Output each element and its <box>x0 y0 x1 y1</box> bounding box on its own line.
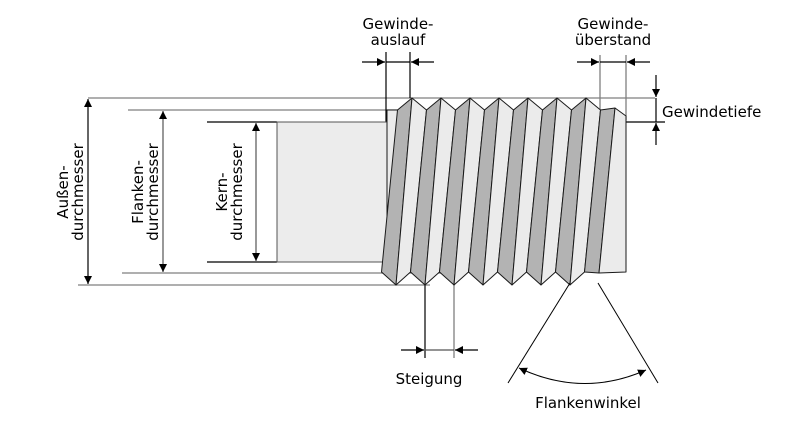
flank-angle-left-line <box>507 282 571 384</box>
pitch-diameter-label-2: durchmesser <box>144 142 162 240</box>
dimension-arrows <box>84 58 660 384</box>
flank-angle-arc <box>518 367 647 384</box>
thread-flank-light <box>598 107 627 274</box>
gewindetiefe-label: Gewindetiefe <box>662 103 761 121</box>
thread-body <box>381 97 627 286</box>
labels: Außen- durchmesser Flanken- durchmesser … <box>54 15 761 412</box>
ueberstand-label-2: überstand <box>575 31 651 49</box>
ueberstand-label-1: Gewinde- <box>578 15 649 33</box>
outer-diameter-label-2: durchmesser <box>69 142 87 240</box>
core-diameter-label-1: Kern- <box>213 172 231 211</box>
auslauf-label-2: auslauf <box>371 31 426 49</box>
core-diameter-label-2: durchmesser <box>228 142 246 240</box>
pitch-diameter-label-1: Flanken- <box>129 160 147 224</box>
flankenwinkel-label: Flankenwinkel <box>535 394 641 412</box>
flank-angle-right-line <box>597 282 659 384</box>
auslauf-label-1: Gewinde- <box>363 15 434 33</box>
thread-core <box>276 121 388 263</box>
outer-diameter-label-1: Außen- <box>54 165 72 218</box>
extension-lines <box>78 55 655 358</box>
steigung-label: Steigung <box>396 370 463 388</box>
